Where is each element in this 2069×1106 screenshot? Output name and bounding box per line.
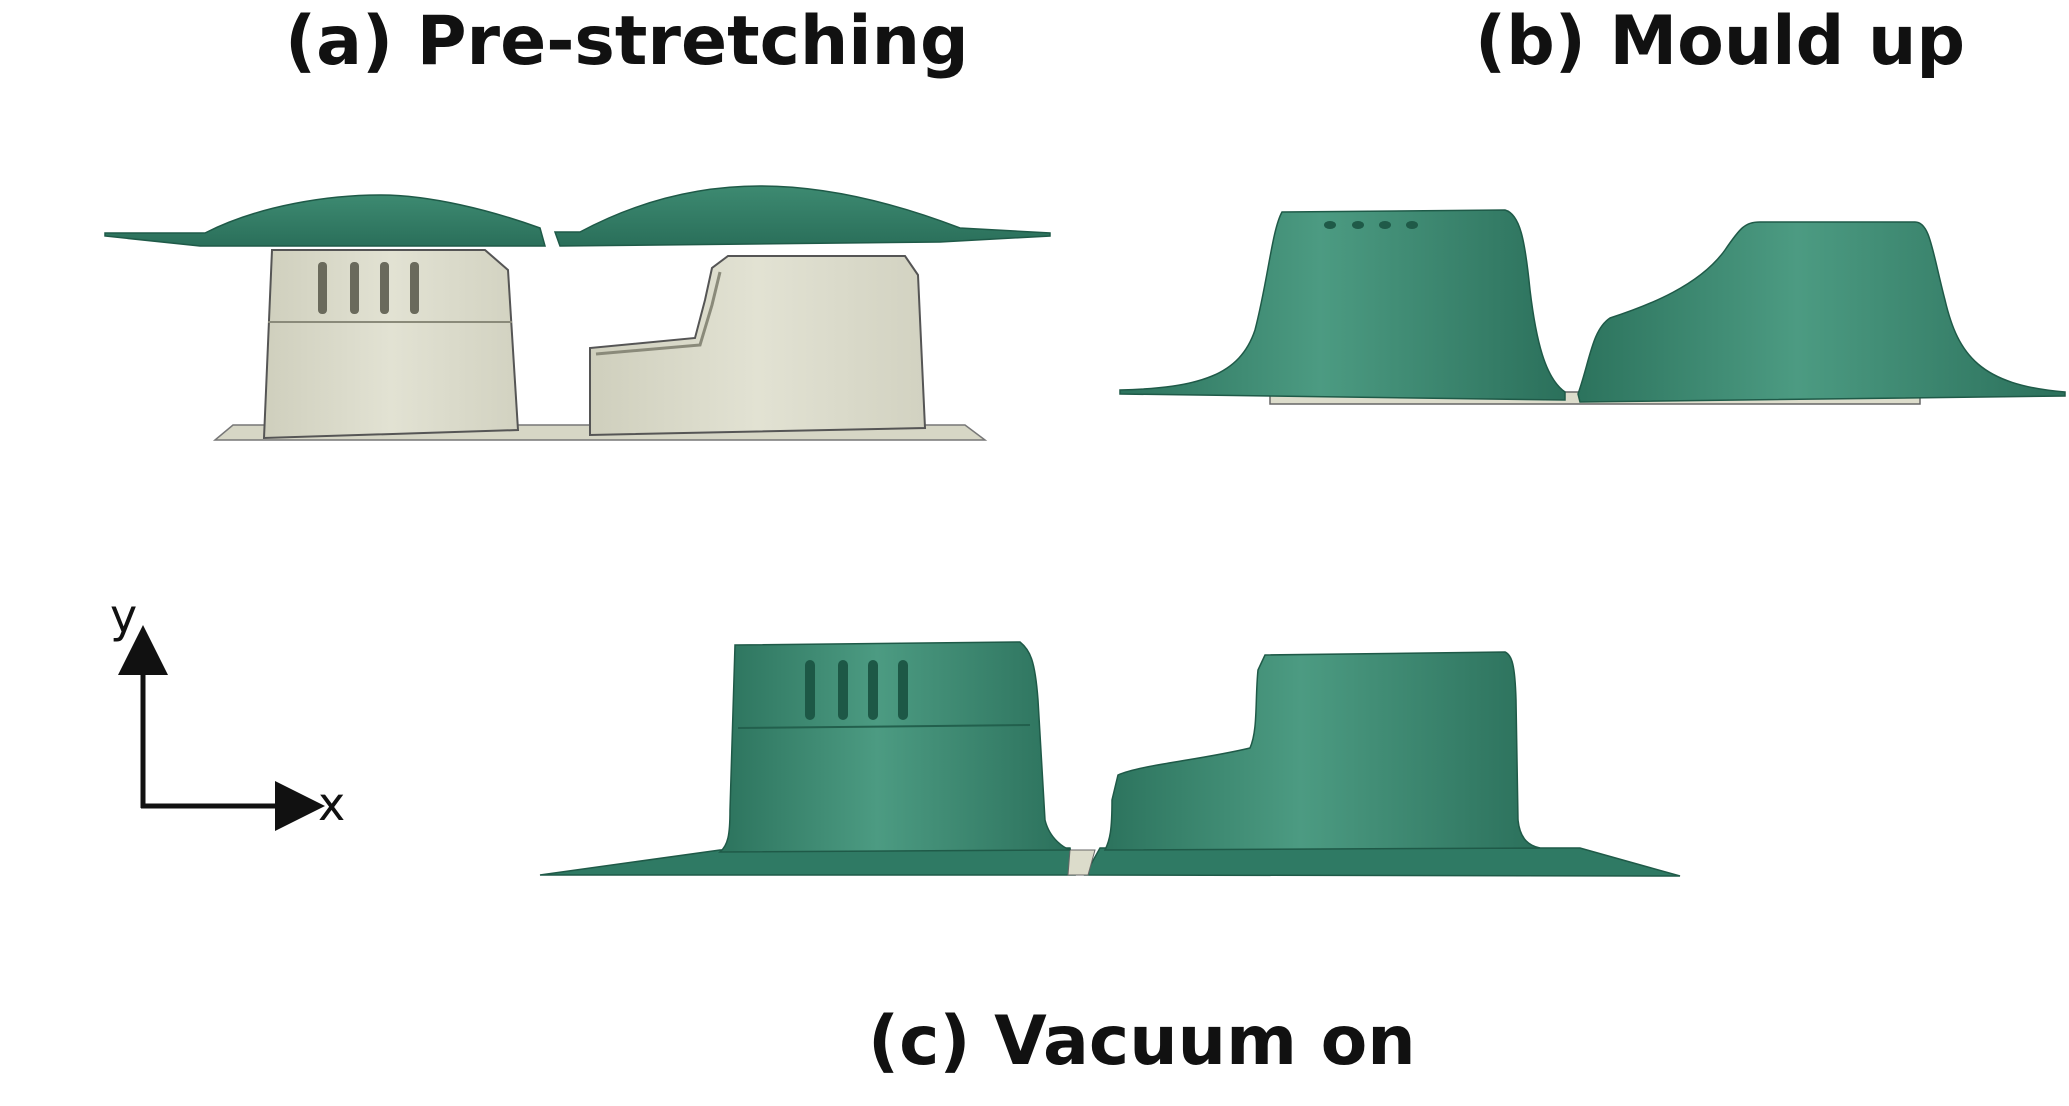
right-mould <box>589 255 927 437</box>
sheet-flange-right <box>1083 847 1681 877</box>
panel-a-title: (a) Pre-stretching <box>285 2 969 81</box>
panel-c-vacuum-on <box>539 641 1681 877</box>
formed-part-right <box>1103 651 1541 851</box>
mould-gap <box>1067 849 1096 876</box>
mould-slot <box>318 262 327 314</box>
mould-slot <box>350 262 359 314</box>
formed-part-left <box>717 641 1071 853</box>
mould-slot <box>410 262 419 314</box>
left-mould <box>262 249 520 440</box>
formed-sheet-left <box>1119 209 1566 401</box>
sheet-flange-left <box>539 847 1076 876</box>
panel-a-pre-stretching <box>104 185 1051 441</box>
x-axis-label: x <box>318 777 345 831</box>
mould-slot <box>380 262 389 314</box>
pre-stretched-sheet <box>104 185 1051 247</box>
panel-b-mould-up <box>1119 209 2066 405</box>
sheet-slot-marks <box>1324 221 1418 229</box>
axes-indicator: y x <box>110 589 345 831</box>
formed-sheet-right <box>1577 221 2066 403</box>
formed-slots <box>805 660 908 720</box>
panel-c-title: (c) Vacuum on <box>868 1002 1416 1081</box>
panel-b-title: (b) Mould up <box>1475 2 1966 81</box>
y-axis-label: y <box>110 589 137 643</box>
